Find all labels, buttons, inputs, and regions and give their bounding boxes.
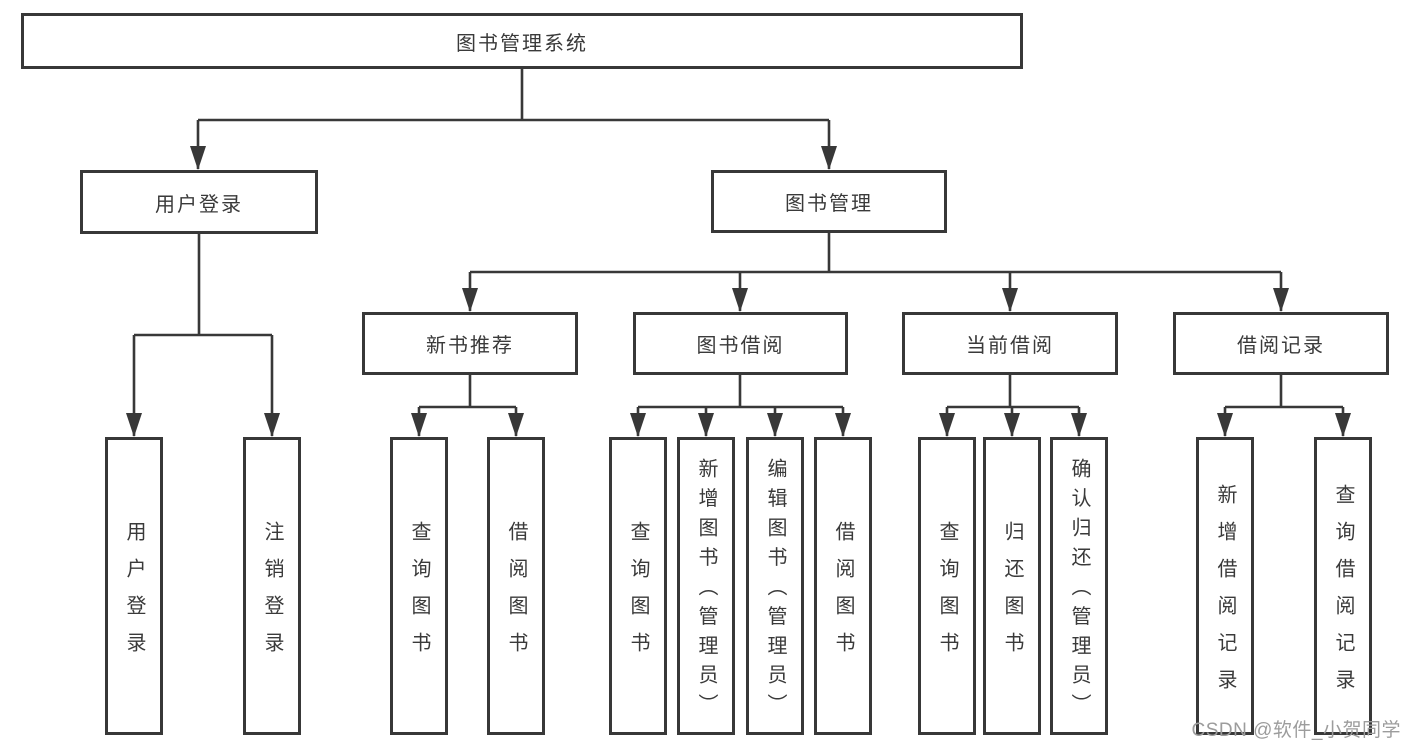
node-library-management-system: 图书管理系统 <box>21 13 1023 69</box>
leaf-label: 确认归还（管理员） <box>1068 458 1090 724</box>
leaf-query-book-recommend: 查询图书 <box>390 437 448 735</box>
leaf-logout-login: 注销登录 <box>243 437 301 735</box>
node-book-borrow: 图书借阅 <box>633 312 848 375</box>
leaf-label: 归还图书 <box>1001 520 1023 669</box>
leaf-borrow-book-recommend: 借阅图书 <box>487 437 545 735</box>
leaf-add-borrow-record: 新增借阅记录 <box>1196 437 1254 735</box>
leaf-return-book: 归还图书 <box>983 437 1041 735</box>
node-book-management: 图书管理 <box>711 170 947 233</box>
leaf-label: 查询图书 <box>936 520 958 669</box>
node-borrow-records: 借阅记录 <box>1173 312 1389 375</box>
leaf-label: 查询图书 <box>408 520 430 669</box>
leaf-edit-book-admin: 编辑图书（管理员） <box>746 437 804 735</box>
leaf-add-book-admin: 新增图书（管理员） <box>677 437 735 735</box>
node-new-book-recommend: 新书推荐 <box>362 312 578 375</box>
leaf-label: 借阅图书 <box>832 520 854 669</box>
leaf-label: 新增图书（管理员） <box>695 458 717 724</box>
leaf-label: 注销登录 <box>261 520 283 669</box>
leaf-confirm-return-admin: 确认归还（管理员） <box>1050 437 1108 735</box>
leaf-label: 用户登录 <box>123 520 145 669</box>
leaf-label: 查询图书 <box>627 520 649 669</box>
leaf-label: 编辑图书（管理员） <box>764 458 786 724</box>
leaf-query-borrow-record: 查询借阅记录 <box>1314 437 1372 735</box>
leaf-query-book-borrow-section: 查询图书 <box>609 437 667 735</box>
csdn-watermark: CSDN @软件_小贺同学 <box>1191 720 1401 741</box>
leaf-query-book-current: 查询图书 <box>918 437 976 735</box>
node-current-borrow: 当前借阅 <box>902 312 1118 375</box>
leaf-borrow-book: 借阅图书 <box>814 437 872 735</box>
leaf-label: 借阅图书 <box>505 520 527 669</box>
node-user-login: 用户登录 <box>80 170 318 234</box>
leaf-label: 新增借阅记录 <box>1214 483 1236 706</box>
leaf-label: 查询借阅记录 <box>1332 483 1354 706</box>
leaf-user-login: 用户登录 <box>105 437 163 735</box>
